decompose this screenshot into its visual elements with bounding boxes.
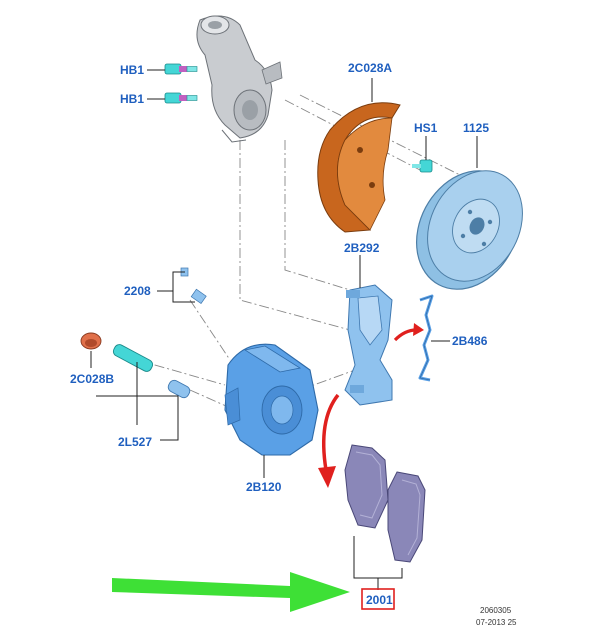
anti-rattle-clip: [418, 294, 434, 382]
brake-pad-inner: [344, 444, 389, 529]
brake-disc: [415, 170, 523, 290]
label-2c028a: 2C028A: [348, 61, 392, 75]
label-2b486: 2B486: [452, 334, 488, 348]
label-2001: 2001: [366, 593, 393, 607]
footer-code: 2060305: [480, 606, 512, 615]
splash-shield: [317, 102, 401, 233]
curved-arrow-icon: [318, 323, 424, 488]
brake-caliper: [224, 343, 319, 456]
label-hb1-bottom: HB1: [120, 92, 144, 106]
guide-pin-long: [112, 344, 154, 372]
caliper-bracket: [344, 284, 393, 406]
bleed-screw: [180, 267, 207, 305]
guide-pin-cap: [80, 332, 102, 350]
bolt-hb1-bottom: [164, 92, 198, 104]
label-hb1-top: HB1: [120, 63, 144, 77]
arrow-right-icon: [112, 572, 350, 612]
footer-date: 07-2013 25: [476, 618, 517, 627]
label-2208: 2208: [124, 284, 151, 298]
label-hs1: HS1: [414, 121, 438, 135]
screw-hs1: [412, 159, 433, 173]
bolt-hb1-top: [164, 63, 198, 75]
steering-knuckle: [196, 15, 283, 143]
label-2b120: 2B120: [246, 480, 282, 494]
highlight-box: [361, 588, 395, 610]
label-2c028b: 2C028B: [70, 372, 114, 386]
guide-pin-short: [167, 379, 191, 399]
label-1125: 1125: [463, 121, 489, 135]
brake-pad-outer: [387, 471, 426, 563]
label-2b292: 2B292: [344, 241, 380, 255]
leader-lines: [90, 69, 478, 590]
label-2l527: 2L527: [118, 435, 152, 449]
